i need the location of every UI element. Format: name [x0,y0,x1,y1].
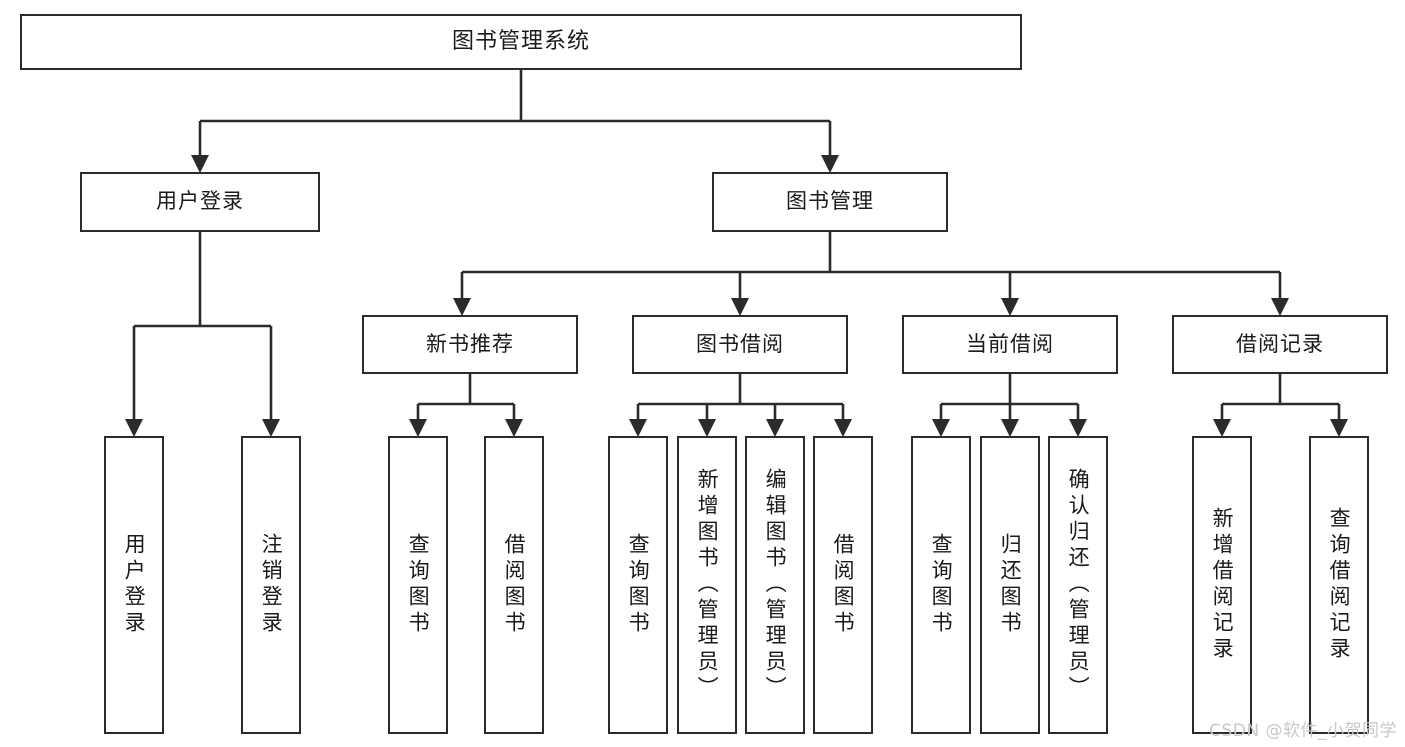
node-label: 查询借阅记录 [1327,507,1352,663]
node-borrow-records[interactable]: 借阅记录 [1172,315,1388,374]
node-label: 编辑图书（管理员） [763,468,788,702]
leaf-return-books[interactable]: 归还图书 [980,436,1040,734]
node-label: 新增图书（管理员） [695,468,720,702]
node-label: 借阅图书 [831,533,856,637]
node-label: 注销登录 [259,533,284,637]
node-label: 图书借阅 [696,331,784,356]
leaf-borrow-books-borrow[interactable]: 借阅图书 [813,436,873,734]
node-label: 用户登录 [122,533,147,637]
node-label: 图书管理 [786,189,874,214]
leaf-query-books-newbooks[interactable]: 查询图书 [388,436,448,734]
node-label: 用户登录 [156,189,244,214]
node-new-book-recommendation[interactable]: 新书推荐 [362,315,578,374]
node-label: 查询图书 [929,533,954,637]
leaf-query-books-current[interactable]: 查询图书 [911,436,971,734]
node-label: 借阅记录 [1236,331,1324,356]
leaf-query-borrow-record[interactable]: 查询借阅记录 [1309,436,1369,734]
node-label: 确认归还（管理员） [1066,468,1091,702]
leaf-confirm-return-admin[interactable]: 确认归还（管理员） [1048,436,1108,734]
leaf-add-borrow-record[interactable]: 新增借阅记录 [1192,436,1252,734]
leaf-edit-book-admin[interactable]: 编辑图书（管理员） [745,436,805,734]
node-label: 图书管理系统 [451,28,590,54]
node-label: 借阅图书 [502,533,527,637]
leaf-query-books-borrow[interactable]: 查询图书 [608,436,668,734]
node-book-management[interactable]: 图书管理 [712,172,948,232]
node-label: 归还图书 [998,533,1023,637]
node-label: 新书推荐 [426,331,514,356]
leaf-logout[interactable]: 注销登录 [241,436,301,734]
node-current-borrowing[interactable]: 当前借阅 [902,315,1118,374]
leaf-add-book-admin[interactable]: 新增图书（管理员） [677,436,737,734]
node-root-book-management-system[interactable]: 图书管理系统 [20,14,1022,70]
node-label: 新增借阅记录 [1210,507,1235,663]
node-book-borrowing[interactable]: 图书借阅 [632,315,848,374]
node-label: 查询图书 [406,533,431,637]
leaf-borrow-books-newbooks[interactable]: 借阅图书 [484,436,544,734]
node-label: 查询图书 [626,533,651,637]
node-label: 当前借阅 [966,331,1054,356]
leaf-user-login[interactable]: 用户登录 [104,436,164,734]
node-user-login[interactable]: 用户登录 [80,172,320,232]
